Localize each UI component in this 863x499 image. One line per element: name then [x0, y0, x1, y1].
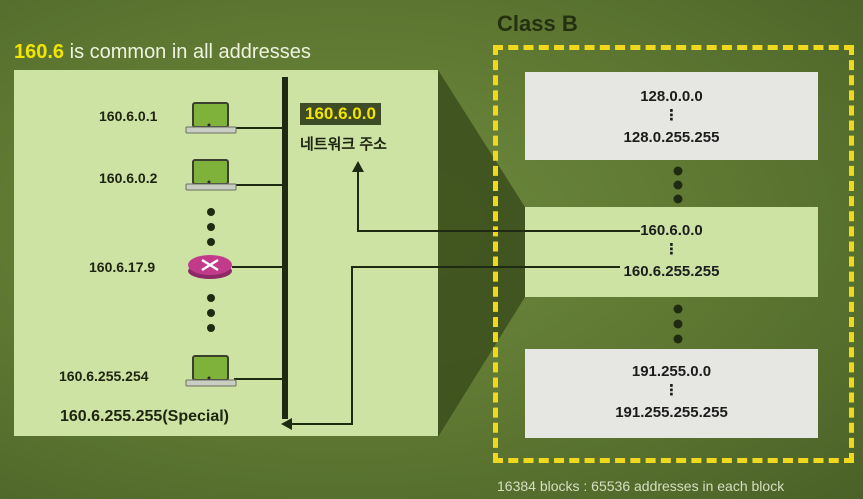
- block-160-6: 160.6.0.0 ⋮ 160.6.255.255: [525, 207, 818, 297]
- block-dots: ⋮: [664, 107, 679, 124]
- host-gap-dots: [207, 208, 215, 332]
- class-b-region: [493, 45, 854, 463]
- block-start: 191.255.0.0: [631, 363, 712, 380]
- host-ip-label: 160.6.0.2: [99, 170, 158, 186]
- block-end: 191.255.255.255: [615, 404, 728, 421]
- network-address: 160.6.0.0: [300, 103, 381, 125]
- network-bus: [282, 77, 288, 419]
- network-address-label: 네트워크 주소: [300, 136, 387, 153]
- title-rest: is common in all addresses: [64, 41, 311, 63]
- block-dots: ⋮: [664, 382, 679, 399]
- diagram-title: 160.6 is common in all addresses: [14, 41, 311, 64]
- block-start: 128.0.0.0: [640, 88, 703, 105]
- laptop-icon: [185, 102, 237, 134]
- block-128: 128.0.0.0 ⋮ 128.0.255.255: [525, 72, 818, 160]
- class-b-title: Class B: [497, 11, 578, 36]
- network-address-arrow: [357, 168, 640, 232]
- broadcast-arrow: [290, 266, 620, 425]
- laptop-icon: [185, 159, 237, 191]
- block-gap-dots: [673, 166, 683, 344]
- block-end: 128.0.255.255: [623, 129, 720, 146]
- broadcast-label: 160.6.255.255(Special): [60, 408, 230, 425]
- block-end: 160.6.255.255: [623, 263, 720, 280]
- laptop-icon: [185, 355, 237, 387]
- footer-note: 16384 blocks : 65536 addresses in each b…: [497, 478, 785, 494]
- block-191: 191.255.0.0 ⋮ 191.255.255.255: [525, 349, 818, 438]
- block-dots: ⋮: [664, 241, 679, 258]
- router-ip-label: 160.6.17.9: [89, 259, 156, 275]
- common-prefix: 160.6: [14, 41, 65, 63]
- router-icon: [188, 255, 232, 279]
- host-ip-label: 160.6.255.254: [59, 368, 149, 384]
- block-start: 160.6.0.0: [640, 222, 703, 239]
- host-links: [232, 127, 282, 380]
- host-ip-label: 160.6.0.1: [99, 108, 158, 124]
